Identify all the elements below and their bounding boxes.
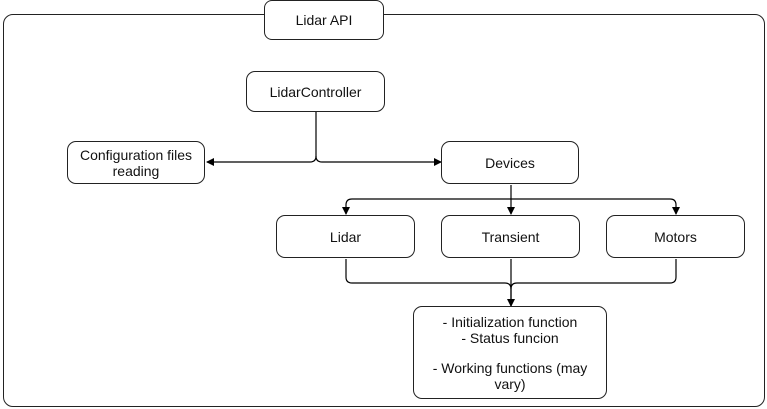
node-motors-label: Motors	[654, 228, 697, 245]
node-functions: - Initialization function - Status funci…	[413, 306, 607, 399]
node-lidar: Lidar	[276, 215, 415, 258]
node-configuration-files: Configuration files reading	[67, 141, 205, 184]
connector-to-config	[206, 155, 317, 166]
node-functions-line-1: - Initialization function	[442, 313, 578, 330]
node-transient-label: Transient	[481, 228, 540, 245]
node-config-line-2: reading	[112, 162, 160, 179]
node-devices-label: Devices	[485, 154, 535, 171]
node-lidar-controller-label: LidarController	[269, 83, 362, 100]
node-lidar-label: Lidar	[329, 228, 362, 245]
node-devices: Devices	[441, 141, 579, 184]
node-transient: Transient	[441, 215, 580, 258]
node-functions-line-5: vary)	[494, 375, 526, 392]
node-functions-line-4: - Working functions (may	[432, 359, 588, 376]
container-title-label: Lidar API	[295, 12, 353, 28]
node-functions-line-2: - Status funcion	[461, 329, 559, 346]
node-motors: Motors	[606, 215, 745, 258]
node-config-line-1: Configuration files	[79, 146, 193, 163]
connector-to-motors	[511, 198, 680, 215]
container-title: Lidar API	[264, 0, 384, 40]
node-lidar-controller: LidarController	[246, 71, 385, 112]
connector-to-lidar	[342, 198, 511, 215]
lidar-api-container	[3, 14, 765, 407]
connector-motors-merge	[510, 259, 677, 290]
